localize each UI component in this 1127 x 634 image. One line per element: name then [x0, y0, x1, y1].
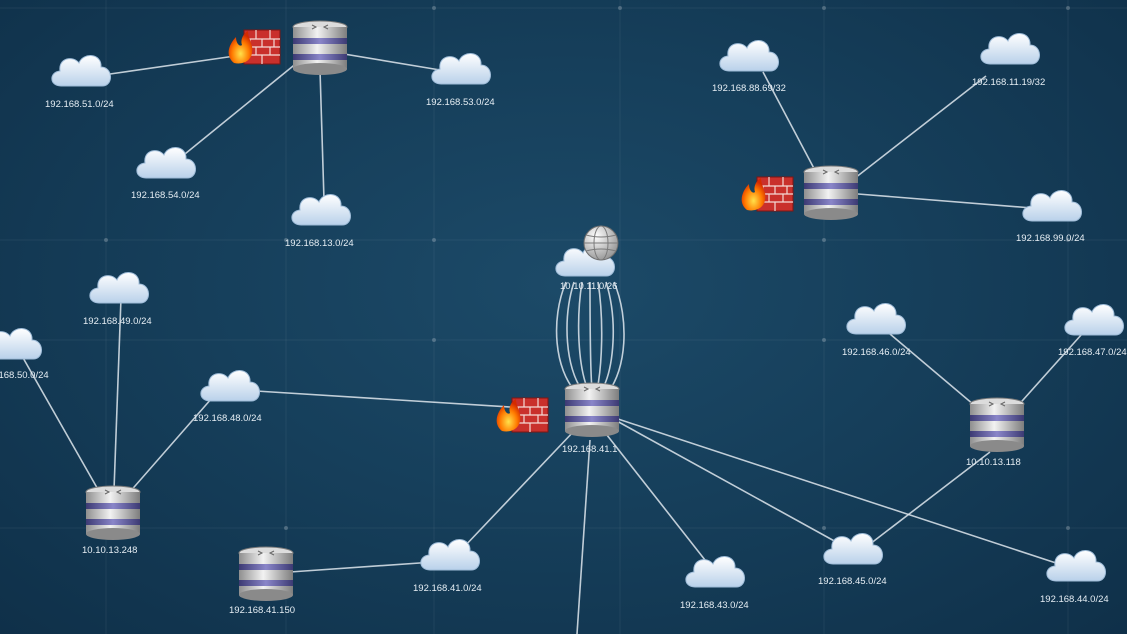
label-net-41: 192.168.41.0/24 — [413, 583, 482, 594]
cloud-net-53[interactable] — [431, 53, 492, 85]
cloud-icon — [846, 303, 907, 335]
globe-icon — [583, 225, 619, 261]
label-net-49: 192.168.49.0/24 — [83, 316, 152, 327]
cloud-net-11[interactable] — [980, 33, 1041, 65]
cloud-icon — [89, 272, 150, 304]
label-net-88: 192.168.88.69/32 — [712, 83, 786, 94]
network-links — [21, 49, 1083, 634]
router-icon — [238, 546, 294, 602]
cloud-net-45[interactable] — [823, 533, 884, 565]
label-net-11: 192.168.11.19/32 — [972, 77, 1045, 88]
label-net-47: 192.168.47.0/24 — [1058, 347, 1127, 358]
label-net-54: 192.168.54.0/24 — [131, 190, 200, 201]
cloud-icon — [0, 328, 43, 360]
cloud-net-44[interactable] — [1046, 550, 1107, 582]
globe-internet[interactable] — [583, 225, 619, 261]
cloud-net-41[interactable] — [420, 539, 481, 571]
router-top-right[interactable] — [803, 165, 859, 221]
cloud-icon — [1064, 304, 1125, 336]
label-net-51: 192.168.51.0/24 — [45, 99, 114, 110]
cloud-net-49[interactable] — [89, 272, 150, 304]
firewall-top-left[interactable] — [228, 29, 281, 65]
cloud-net-46[interactable] — [846, 303, 907, 335]
router-icon — [564, 382, 620, 438]
server-41-150[interactable] — [238, 546, 294, 602]
label-net-53: 192.168.53.0/24 — [426, 97, 495, 108]
firewall-center[interactable] — [496, 397, 549, 433]
router-icon — [85, 485, 141, 541]
cloud-icon — [420, 539, 481, 571]
label-net-99: 192.168.99.0/24 — [1016, 233, 1085, 244]
label-net-45: 192.168.45.0/24 — [818, 576, 887, 587]
router-right[interactable] — [969, 397, 1025, 453]
label-net-13: 192.168.13.0/24 — [285, 238, 354, 249]
router-icon — [292, 20, 348, 76]
cloud-net-50[interactable] — [0, 328, 43, 360]
router-center[interactable] — [564, 382, 620, 438]
cloud-icon — [1022, 190, 1083, 222]
label-router-10-10-13-248: 10.10.13.248 — [82, 545, 137, 556]
router-bottom-left[interactable] — [85, 485, 141, 541]
label-net-44: 192.168.44.0/24 — [1040, 594, 1109, 605]
label-router-10-10-13-118: 10.10.13.118 — [966, 457, 1021, 468]
label-server-41-150: 192.168.41.150 — [229, 605, 295, 616]
firewall-icon — [496, 397, 549, 433]
cloud-net-48[interactable] — [200, 370, 261, 402]
firewall-icon — [741, 176, 794, 212]
cloud-icon — [1046, 550, 1107, 582]
cloud-net-13[interactable] — [291, 194, 352, 226]
label-net-10-10-11: 10.10.11.0/26 — [560, 281, 617, 292]
cloud-icon — [685, 556, 746, 588]
cloud-icon — [291, 194, 352, 226]
cloud-icon — [51, 55, 112, 87]
label-net-50: 192.168.50.0/24 — [0, 370, 49, 381]
router-icon — [803, 165, 859, 221]
cloud-icon — [200, 370, 261, 402]
label-net-43: 192.168.43.0/24 — [680, 600, 749, 611]
router-icon — [969, 397, 1025, 453]
cloud-net-99[interactable] — [1022, 190, 1083, 222]
label-router-41-1: 192.168.41.1 — [562, 444, 617, 455]
router-top-left[interactable] — [292, 20, 348, 76]
firewall-icon — [228, 29, 281, 65]
cloud-icon — [719, 40, 780, 72]
cloud-icon — [980, 33, 1041, 65]
cloud-net-88[interactable] — [719, 40, 780, 72]
node-labels: 192.168.51.0/24 192.168.53.0/24 192.168.… — [0, 77, 1127, 616]
label-net-48: 192.168.48.0/24 — [193, 413, 262, 424]
cloud-icon — [431, 53, 492, 85]
cloud-net-51[interactable] — [51, 55, 112, 87]
cloud-icon — [823, 533, 884, 565]
cloud-net-47[interactable] — [1064, 304, 1125, 336]
label-net-46: 192.168.46.0/24 — [842, 347, 911, 358]
cloud-net-43[interactable] — [685, 556, 746, 588]
firewall-top-right[interactable] — [741, 176, 794, 212]
